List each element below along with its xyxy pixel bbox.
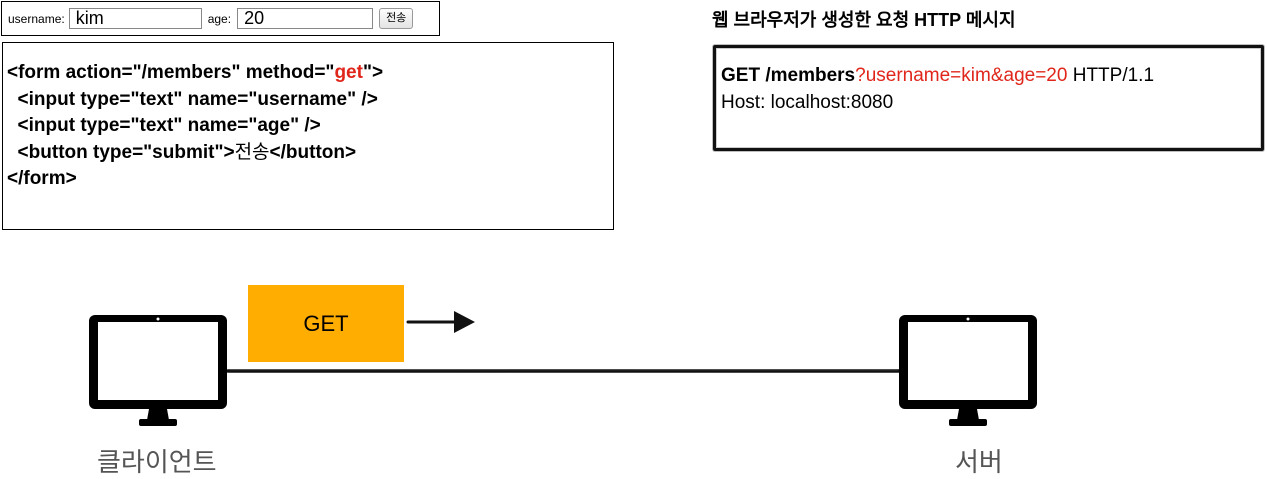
username-input[interactable]: kim [68, 8, 202, 29]
code-line-2: <input type="text" name="username" /> [7, 89, 378, 110]
age-input[interactable]: 20 [237, 8, 374, 29]
code-text: <input type="text" name=" [7, 88, 258, 110]
request-query: ?username=kim&age=20 [855, 65, 1068, 86]
get-method-box: GET [248, 285, 404, 362]
code-line-3: <input type="text" name="age" /> [7, 115, 321, 136]
code-action-value: /members [141, 62, 232, 83]
code-line-1: <form action="/members" method="get"> [7, 62, 383, 83]
request-host: Host: localhost:8080 [721, 92, 894, 113]
server-label: 서버 [955, 447, 1003, 477]
code-line-5: </form> [7, 168, 77, 189]
submit-button[interactable]: 전송 [379, 8, 414, 29]
form-source-code: <form action="/members" method="get"> <i… [2, 42, 614, 230]
arrow-head-icon [454, 311, 475, 333]
request-method: GET [721, 65, 766, 86]
code-text: <form action=" [7, 62, 142, 83]
code-text: " /> [290, 115, 321, 136]
code-text: " method=" [231, 62, 335, 83]
code-text: </button> [269, 141, 357, 163]
code-method-value: get [334, 62, 363, 83]
client-label: 클라이언트 [97, 447, 217, 477]
http-request-message: GET /members?username=kim&age=20 HTTP/1.… [713, 45, 1264, 151]
code-text: <button type="submit"> [7, 141, 235, 163]
get-method-label: GET [303, 310, 349, 336]
client-monitor-icon [89, 315, 227, 426]
code-text: "> [362, 62, 384, 83]
code-text: " /> [347, 88, 378, 110]
form-preview: username: kim age: 20 전송 [1, 1, 440, 36]
request-version: HTTP/1.1 [1067, 65, 1155, 86]
username-label: username: [8, 11, 65, 26]
code-name-value: age [257, 115, 291, 136]
request-path: /members [765, 65, 856, 86]
code-text: <input type="text" name=" [7, 115, 258, 136]
server-monitor-icon [899, 315, 1037, 426]
age-label: age: [207, 11, 232, 26]
code-line-4: <button type="submit">전송</button> [7, 141, 357, 163]
request-title: 웹 브라우저가 생성한 요청 HTTP 메시지 [712, 10, 1016, 30]
code-name-value: username [257, 88, 348, 110]
code-button-label: 전송 [234, 141, 270, 163]
